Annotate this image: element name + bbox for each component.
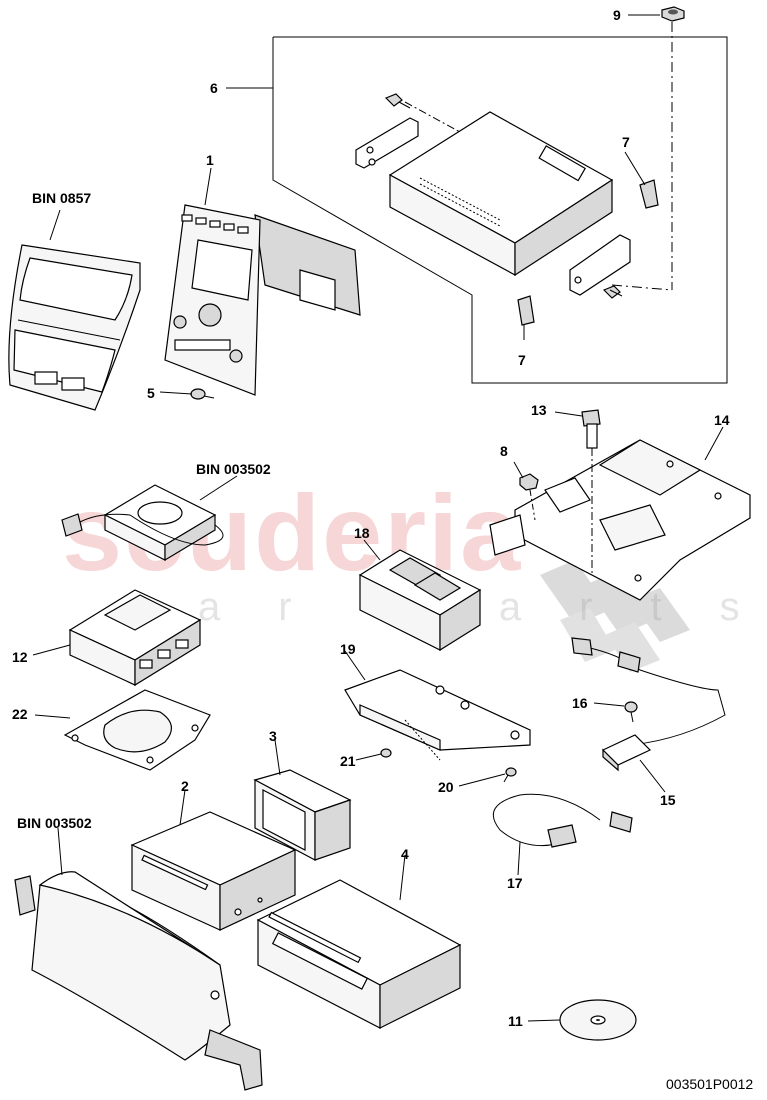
callout-1: 1	[206, 152, 214, 168]
item-15-cable-connector	[571, 637, 726, 772]
callout-12: 12	[12, 649, 28, 665]
callout-9: 9	[613, 7, 621, 23]
item-18-control-module	[358, 549, 482, 652]
callout-13: 13	[531, 402, 547, 418]
callout-22: 22	[12, 706, 28, 722]
item-21-screw	[380, 748, 392, 758]
callout-bin-003502-upper: BIN 003502	[196, 461, 271, 477]
item-8-nut	[519, 473, 539, 521]
item-14-mounting-bracket	[489, 439, 751, 601]
item-9-nut	[661, 6, 685, 22]
item-20-screw	[503, 767, 517, 783]
callout-8: 8	[500, 443, 508, 459]
callout-7-upper: 7	[622, 134, 630, 150]
callout-4: 4	[401, 846, 409, 862]
callout-5: 5	[147, 385, 155, 401]
item-6-navigation-unit	[355, 101, 631, 296]
item-11-disc	[559, 999, 637, 1041]
assembly-6-frame	[272, 36, 728, 384]
document-number: 003501P0012	[666, 1076, 754, 1092]
callout-17: 17	[507, 875, 523, 891]
callout-bin-003502-lower: BIN 003502	[17, 815, 92, 831]
leader-lines	[32, 14, 724, 1022]
callout-2: 2	[181, 778, 189, 794]
item-13-bolt	[581, 409, 601, 575]
item-22-mounting-plate	[63, 689, 211, 771]
item-2-cd-changer	[130, 811, 297, 931]
callout-16: 16	[572, 695, 588, 711]
callout-14: 14	[714, 412, 730, 428]
callout-7-lower: 7	[518, 352, 526, 368]
item-7-clip-lower	[517, 295, 535, 326]
item-16-screw	[624, 701, 638, 723]
callout-3: 3	[269, 728, 277, 744]
item-17-cable	[492, 793, 633, 848]
bin-003502-lower-cover	[14, 871, 263, 1091]
callout-21: 21	[340, 753, 356, 769]
callout-18: 18	[354, 525, 370, 541]
item-5-screw	[190, 388, 215, 400]
callout-bin-0857: BIN 0857	[32, 190, 92, 206]
item-6-screw-a	[384, 93, 411, 109]
callout-19: 19	[340, 641, 356, 657]
item-12-control-unit	[68, 589, 202, 687]
watermark-flag	[540, 560, 690, 672]
item-3-mounting-frame	[253, 769, 352, 861]
item-19-bracket	[344, 669, 531, 761]
item-7-clip-upper	[639, 179, 659, 209]
callout-6: 6	[210, 80, 218, 96]
callout-11: 11	[508, 1013, 523, 1029]
item-4-dvd-player	[256, 879, 462, 1029]
bin-003502-upper-module	[61, 484, 224, 562]
callout-20: 20	[438, 779, 454, 795]
bin-0857-trim-bezel	[8, 244, 141, 411]
callout-15: 15	[660, 792, 676, 808]
item-1-head-unit	[164, 204, 361, 396]
item-6-screw-b	[602, 285, 623, 299]
